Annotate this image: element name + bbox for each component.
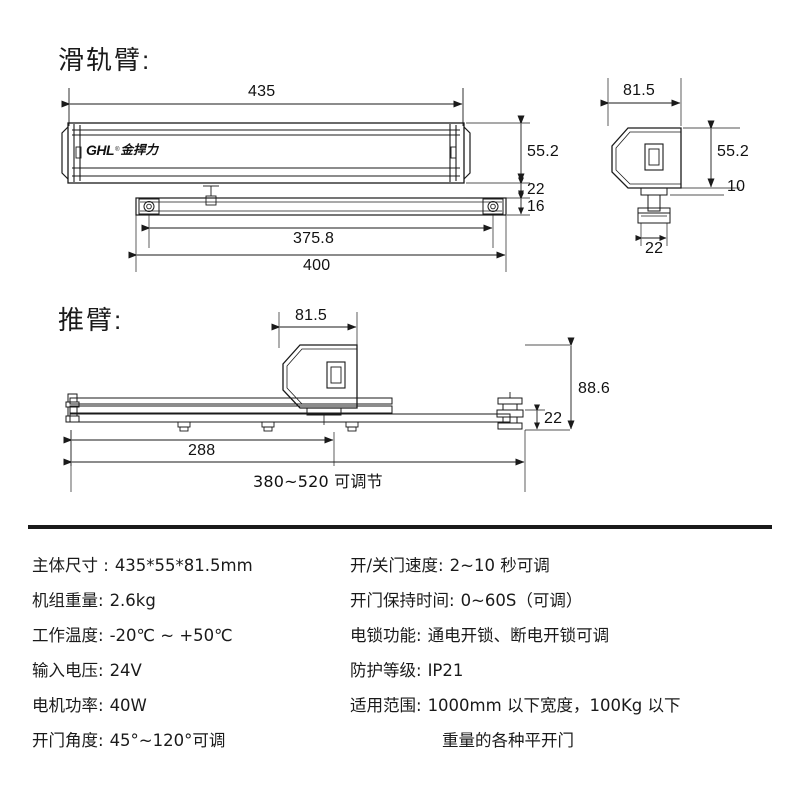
spec-row-protection-rating: 防护等级: IP21: [350, 657, 800, 692]
dim-side-height: 55.2: [717, 143, 749, 160]
spec-value-motor-power: 40W: [109, 696, 147, 715]
slide-arm-front-view: [61, 88, 530, 272]
spec-row-application-range: 适用范围: 1000mm 以下宽度，100Kg 以下: [350, 692, 800, 727]
dim-bracket-offset: 10: [727, 178, 746, 195]
brand-logo: GHL® 金捍力: [86, 143, 158, 157]
spec-value-application-range: 1000mm 以下宽度，100Kg 以下: [427, 696, 681, 715]
spec-label-input-voltage: 输入电压:: [32, 661, 104, 680]
section-divider: [28, 525, 772, 529]
dim-total-height: 88.6: [578, 380, 610, 397]
spec-row-body-size: 主体尺寸 : 435*55*81.5mm: [32, 552, 352, 587]
spec-row-weight: 机组重量: 2.6kg: [32, 587, 352, 622]
spec-label-open-angle: 开门角度:: [32, 731, 104, 750]
spec-row-open-angle: 开门角度: 45°~120°可调: [32, 727, 352, 762]
spec-row-application-range-cont: 重量的各种平开门: [350, 727, 800, 762]
push-arm-view: [63, 312, 575, 492]
spec-label-door-speed: 开/关门速度:: [350, 556, 444, 575]
spec-label-motor-power: 电机功率:: [32, 696, 104, 715]
brand-logo-trademark-icon: ®: [115, 147, 120, 153]
spec-label-lock-function: 电锁功能:: [350, 626, 422, 645]
spec-row-temperature: 工作温度: -20℃ ~ +50℃: [32, 622, 352, 657]
dim-rail-overall-length: 400: [303, 257, 331, 274]
dim-rail-height: 16: [527, 198, 545, 215]
spec-value-input-voltage: 24V: [109, 661, 142, 680]
spec-label-weight: 机组重量:: [32, 591, 104, 610]
dim-gap: 22: [527, 181, 545, 198]
dim-body-height: 55.2: [527, 143, 559, 160]
spec-label-protection-rating: 防护等级:: [350, 661, 422, 680]
spec-value-hold-time: 0~60S（可调）: [460, 591, 583, 610]
spec-value-lock-function: 通电开锁、断电开锁可调: [427, 626, 610, 645]
spec-value-weight: 2.6kg: [109, 591, 156, 610]
specs-column-right: 开/关门速度: 2~10 秒可调 开门保持时间: 0~60S（可调） 电锁功能:…: [350, 552, 800, 762]
spec-row-input-voltage: 输入电压: 24V: [32, 657, 352, 692]
spec-label-hold-time: 开门保持时间:: [350, 591, 455, 610]
spec-row-door-speed: 开/关门速度: 2~10 秒可调: [350, 552, 800, 587]
spec-value-door-speed: 2~10 秒可调: [449, 556, 550, 575]
specifications-block: 主体尺寸 : 435*55*81.5mm 机组重量: 2.6kg 工作温度: -…: [0, 552, 800, 782]
brand-logo-cjk: 金捍力: [120, 141, 158, 157]
spec-value-protection-rating: IP21: [427, 661, 464, 680]
dim-arm-length: 288: [188, 442, 216, 459]
spec-value-body-size: 435*55*81.5mm: [114, 556, 253, 575]
dim-housing-depth: 81.5: [295, 307, 327, 324]
spec-row-motor-power: 电机功率: 40W: [32, 692, 352, 727]
spec-value-application-range-cont: 重量的各种平开门: [442, 731, 574, 750]
brand-logo-latin: GHL: [86, 142, 115, 158]
section-title-push-arm: 推臂:: [58, 305, 124, 335]
dim-adjustable-range: 380~520 可调节: [253, 472, 383, 491]
dim-side-depth: 81.5: [623, 82, 655, 99]
spec-label-temperature: 工作温度:: [32, 626, 104, 645]
spec-value-open-angle: 45°~120°可调: [109, 731, 226, 750]
spec-row-hold-time: 开门保持时间: 0~60S（可调）: [350, 587, 800, 622]
dim-overall-length: 435: [248, 83, 276, 100]
spec-label-body-size: 主体尺寸 :: [32, 556, 109, 575]
slide-arm-side-view: [600, 78, 740, 246]
spec-value-temperature: -20℃ ~ +50℃: [109, 626, 233, 645]
dim-rail-inner-length: 375.8: [293, 230, 335, 247]
spec-label-application-range: 适用范围:: [350, 696, 422, 715]
dim-arm-height: 22: [544, 410, 563, 427]
section-title-slide-arm: 滑轨臂:: [58, 45, 152, 75]
specs-column-left: 主体尺寸 : 435*55*81.5mm 机组重量: 2.6kg 工作温度: -…: [32, 552, 352, 762]
dim-bracket-width: 22: [645, 240, 664, 257]
spec-row-lock-function: 电锁功能: 通电开锁、断电开锁可调: [350, 622, 800, 657]
